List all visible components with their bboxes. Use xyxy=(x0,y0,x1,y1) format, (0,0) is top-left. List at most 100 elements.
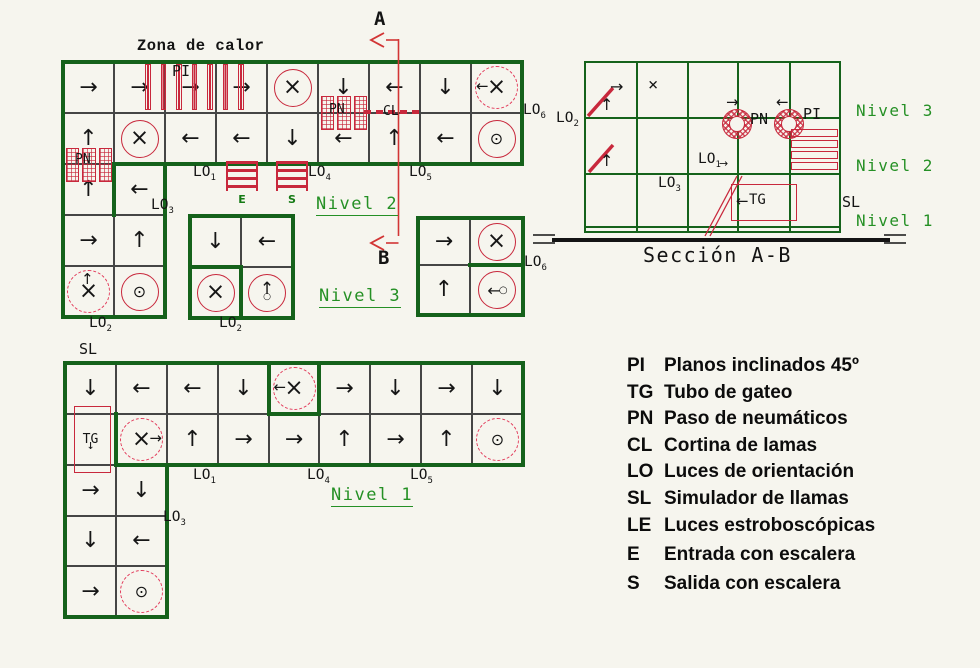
arrow-ar: → xyxy=(434,228,454,254)
wall-segment xyxy=(838,60,842,234)
wall-segment xyxy=(416,313,525,317)
left-into-circle: ←○ xyxy=(477,271,516,309)
arrow-al: ← xyxy=(132,528,151,553)
arrow-ar: → xyxy=(386,426,405,452)
maze-cell: → xyxy=(319,363,370,414)
legend-desc: Tubo de gateo xyxy=(664,381,793,403)
lo1-nivel1: LO1 xyxy=(193,467,216,486)
lo4-nivel2: LO4 xyxy=(308,164,331,183)
pn-tyres-pass-2 xyxy=(66,148,112,182)
stair-arrow-up-2: ↑ xyxy=(600,151,614,170)
maze-cell: ← xyxy=(216,113,267,164)
flame-x-circle: × xyxy=(273,68,312,107)
wall-segment xyxy=(686,60,690,234)
arrow-ad: ↓ xyxy=(386,375,405,401)
maze-cell: ⊙ xyxy=(114,266,165,317)
section-pi-label: PI xyxy=(803,105,822,123)
arrow-al: ← xyxy=(385,74,404,100)
wall-segment xyxy=(788,60,792,234)
light-dot-circle: ⊙ xyxy=(120,570,163,613)
nivel3-label: Nivel 3 xyxy=(319,286,402,308)
lo6-nivel3: LO6 xyxy=(524,254,547,273)
wall-segment xyxy=(163,162,167,319)
ladder-letter: S xyxy=(288,193,296,206)
maze-cell: → xyxy=(63,215,114,266)
flame-x-circle-dashed: ×↑ xyxy=(67,270,110,313)
lo6-nivel2: LO6 xyxy=(523,102,546,121)
light-dot-circle: ⊙ xyxy=(120,272,159,311)
lo5-nivel1: LO5 xyxy=(410,467,433,486)
pn-plan-label-2: PN xyxy=(75,152,91,167)
arrow-ad: ↓ xyxy=(334,74,353,100)
arrow-ad: ↓ xyxy=(488,375,507,401)
pi-donut xyxy=(774,109,804,139)
up-circle-glyph: ↑○ xyxy=(259,279,275,302)
pi-donut-arrow: ← xyxy=(776,93,789,111)
maze-cell: → xyxy=(65,566,116,617)
maze-cell: ↓ xyxy=(472,363,523,414)
circled-dot-glyph: ⊙ xyxy=(489,128,504,148)
section-pn-label: PN xyxy=(750,110,769,128)
wall-segment xyxy=(114,463,525,467)
maze-cell: → xyxy=(63,62,114,113)
arrow-au: ↑ xyxy=(335,426,354,452)
maze-cell: → xyxy=(218,414,269,465)
section-title: Sección A-B xyxy=(643,243,792,267)
pn-plan-label-1: PN xyxy=(329,102,345,117)
arrow-ad: ↓ xyxy=(283,125,302,151)
stair-arrow-up-1: ↑ xyxy=(600,95,614,114)
wall-segment xyxy=(112,162,167,166)
section-nivel3-label: Nivel 3 xyxy=(856,101,934,120)
arrow-au: ↑ xyxy=(79,125,98,151)
legend-abbr: LE xyxy=(627,514,652,536)
x-glyph: × xyxy=(129,125,150,151)
maze-cell: ↑ xyxy=(114,215,165,266)
section-tg-label: TG xyxy=(749,192,766,208)
maze-cell: ⊙ xyxy=(472,414,523,465)
arrow-al: ← xyxy=(183,375,202,401)
section-nivel1-label: Nivel 1 xyxy=(856,211,934,230)
lo5-nivel2: LO5 xyxy=(409,164,432,183)
wall-segment xyxy=(317,361,321,416)
wall-segment xyxy=(583,60,587,234)
legend-abbr: S xyxy=(627,572,640,594)
wall-segment xyxy=(291,214,295,320)
flame-x-circle-dashed: ×← xyxy=(475,66,518,109)
light-dot-circle: ⊙ xyxy=(477,119,516,158)
lo1-nivel2: LO1 xyxy=(193,164,216,183)
maze-cell: ← xyxy=(116,516,167,566)
arrow-ar: → xyxy=(234,426,253,452)
pi-inclined-planes xyxy=(140,64,245,110)
arrow-al: ← xyxy=(436,125,455,151)
flame-x-circle-dashed: ×→ xyxy=(120,418,163,461)
arrow-al: ← xyxy=(130,176,149,202)
wall-segment xyxy=(583,230,842,234)
sl-plan-label: SL xyxy=(79,340,98,358)
lo1-tiny-arrow: → xyxy=(719,157,729,170)
maze-cell: ↑ xyxy=(421,414,472,465)
marker-a-letter: A xyxy=(374,8,386,30)
maze-cell: ↓ xyxy=(65,516,116,566)
lo3-nivel1: LO3 xyxy=(163,509,186,528)
nivel2-label: Nivel 2 xyxy=(316,194,399,216)
wall-segment xyxy=(112,162,116,217)
wall-segment xyxy=(165,463,169,619)
arrow-ad: ↓ xyxy=(436,74,455,100)
left-arrow-overlay: ← xyxy=(273,378,287,396)
pn-donut-arrow: → xyxy=(726,93,739,111)
wall-segment xyxy=(520,60,524,166)
maze-cell: → xyxy=(370,414,421,465)
arrow-ad: ↓ xyxy=(81,528,100,553)
legend-abbr: PN xyxy=(627,408,654,430)
arrow-au: ↑ xyxy=(434,277,454,302)
wall-segment xyxy=(521,361,525,467)
arrow-ar: → xyxy=(81,477,100,503)
maze-cell: ×↑ xyxy=(63,266,114,317)
arrow-al: ← xyxy=(181,125,200,151)
maze-cell: ↑ xyxy=(167,414,218,465)
maze-cell: ← xyxy=(241,216,293,267)
wall-segment xyxy=(736,60,740,234)
